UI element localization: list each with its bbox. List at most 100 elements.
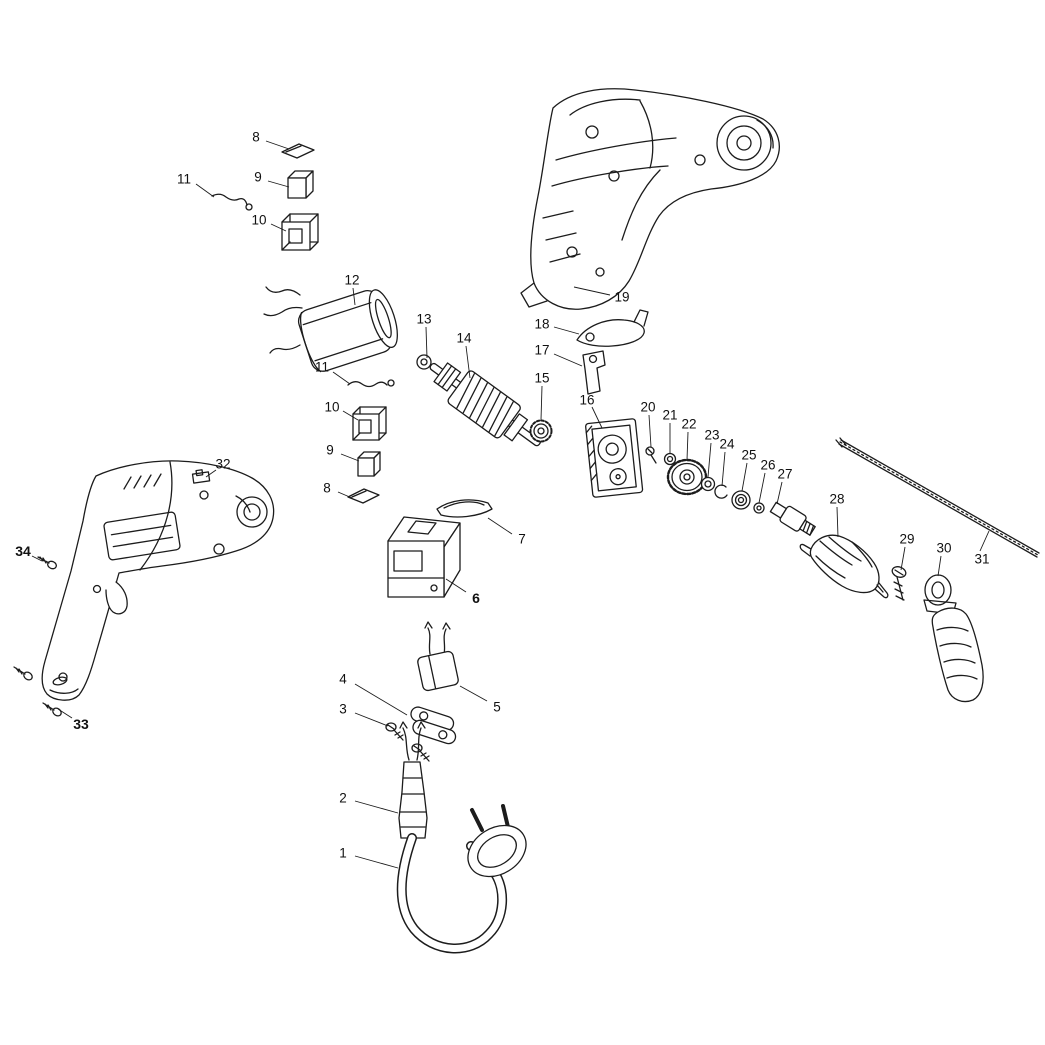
motor-housing-drawing <box>520 88 780 310</box>
plug-drawing <box>467 804 527 878</box>
gear-22-drawing <box>666 458 708 496</box>
leader-line <box>31 555 43 562</box>
part-number-label-28: 28 <box>829 492 844 507</box>
leader-line <box>465 345 471 379</box>
cord-grip-drawing <box>398 721 428 839</box>
leader-line <box>648 414 652 448</box>
power-cable-drawing <box>396 804 527 954</box>
bearing-plate-drawing <box>585 418 644 498</box>
armature-drawing <box>429 362 542 447</box>
part-number-label-25: 25 <box>741 448 756 463</box>
part-number-label-4: 4 <box>339 672 347 687</box>
part-number-label-6: 6 <box>472 590 480 606</box>
leader-line <box>553 326 580 335</box>
leader-line <box>776 481 783 505</box>
leader-line <box>459 685 488 702</box>
part-number-label-22: 22 <box>681 417 696 432</box>
part-number-label-7: 7 <box>518 532 526 547</box>
part-number-label-8: 8 <box>252 130 260 145</box>
selector-lever-drawing <box>576 309 649 347</box>
leader-line <box>340 453 360 462</box>
bearing-25-drawing <box>731 490 751 510</box>
washer-26-drawing <box>753 502 765 514</box>
leader-line <box>195 183 215 198</box>
spindle-27-drawing <box>769 501 816 536</box>
part-number-label-34: 34 <box>15 543 31 559</box>
slider-switch-drawing <box>191 469 211 484</box>
part-number-label-26: 26 <box>760 458 775 473</box>
capacitor-drawing <box>417 621 459 692</box>
side-handle-drawing <box>931 607 984 703</box>
leader-line <box>758 472 766 504</box>
leader-line <box>707 442 712 478</box>
part-number-label-2: 2 <box>339 791 347 806</box>
part-number-label-11: 11 <box>177 172 191 187</box>
part-number-label-15: 15 <box>534 371 549 386</box>
leader-line <box>342 410 359 421</box>
brush-holder-mid-drawing <box>352 406 387 441</box>
leader-line <box>352 287 356 306</box>
part-number-label-31: 31 <box>974 552 989 567</box>
leader-line <box>354 712 389 727</box>
leader-line <box>445 578 467 593</box>
leader-lines <box>31 140 990 869</box>
part-number-label-20: 20 <box>640 400 655 415</box>
part-number-label-18: 18 <box>534 317 549 332</box>
carbon-brush-top-drawing <box>287 170 314 199</box>
clamp-screw-drawing <box>891 566 907 601</box>
leader-line <box>267 180 290 188</box>
part-number-label-17: 17 <box>534 343 549 358</box>
leader-line <box>979 530 990 552</box>
leader-line <box>900 546 906 571</box>
depth-rod-drawing <box>835 437 1040 558</box>
leader-line <box>354 683 408 716</box>
drill-body-drawing <box>41 460 275 701</box>
leader-line <box>937 555 942 577</box>
leader-line <box>487 517 513 535</box>
part-number-label-29: 29 <box>899 532 914 547</box>
part-number-label-13: 13 <box>416 312 431 327</box>
cover-plate-drawing <box>436 499 493 518</box>
leader-line <box>205 469 217 478</box>
brush-plate-mid-drawing <box>347 488 380 504</box>
small-bearing-drawing <box>416 354 432 370</box>
lead-wire-top-drawing <box>211 193 253 211</box>
part-number-label-9: 9 <box>326 443 334 458</box>
part-number-label-12: 12 <box>344 273 359 288</box>
part-number-label-9: 9 <box>254 170 262 185</box>
screw-20-drawing <box>645 446 657 464</box>
pinion-bearing-drawing <box>529 419 553 443</box>
field-coil-drawing <box>263 286 398 373</box>
leader-line <box>270 223 287 232</box>
cable-clamp-drawing <box>410 706 457 745</box>
part-number-label-14: 14 <box>456 331 472 346</box>
part-number-label-10: 10 <box>251 213 266 228</box>
switch-drawing <box>387 516 461 598</box>
part-number-label-3: 3 <box>339 702 347 717</box>
lead-wire-mid-drawing <box>347 379 395 388</box>
leader-line <box>337 491 353 499</box>
leader-line <box>354 800 399 814</box>
brush-plate-top-drawing <box>281 143 315 159</box>
part-number-label-27: 27 <box>777 467 792 482</box>
clamp-screws-drawing <box>385 722 430 762</box>
part-number-label-1: 1 <box>339 846 347 861</box>
leader-line <box>686 431 689 461</box>
housing-screws-drawing <box>13 556 62 717</box>
part-number-label-8: 8 <box>323 481 331 496</box>
washer-23-drawing <box>700 476 716 492</box>
leader-line <box>591 406 603 429</box>
leader-line <box>332 371 351 385</box>
gear-train-drawing <box>645 446 816 536</box>
part-number-label-21: 21 <box>662 408 677 423</box>
leader-line <box>354 855 399 869</box>
part-number-label-23: 23 <box>704 428 719 443</box>
circlip-24-drawing <box>714 484 728 499</box>
part-number-label-5: 5 <box>493 700 501 715</box>
part-number-label-30: 30 <box>936 541 951 556</box>
part-number-label-16: 16 <box>579 393 594 408</box>
leader-line <box>721 451 726 487</box>
